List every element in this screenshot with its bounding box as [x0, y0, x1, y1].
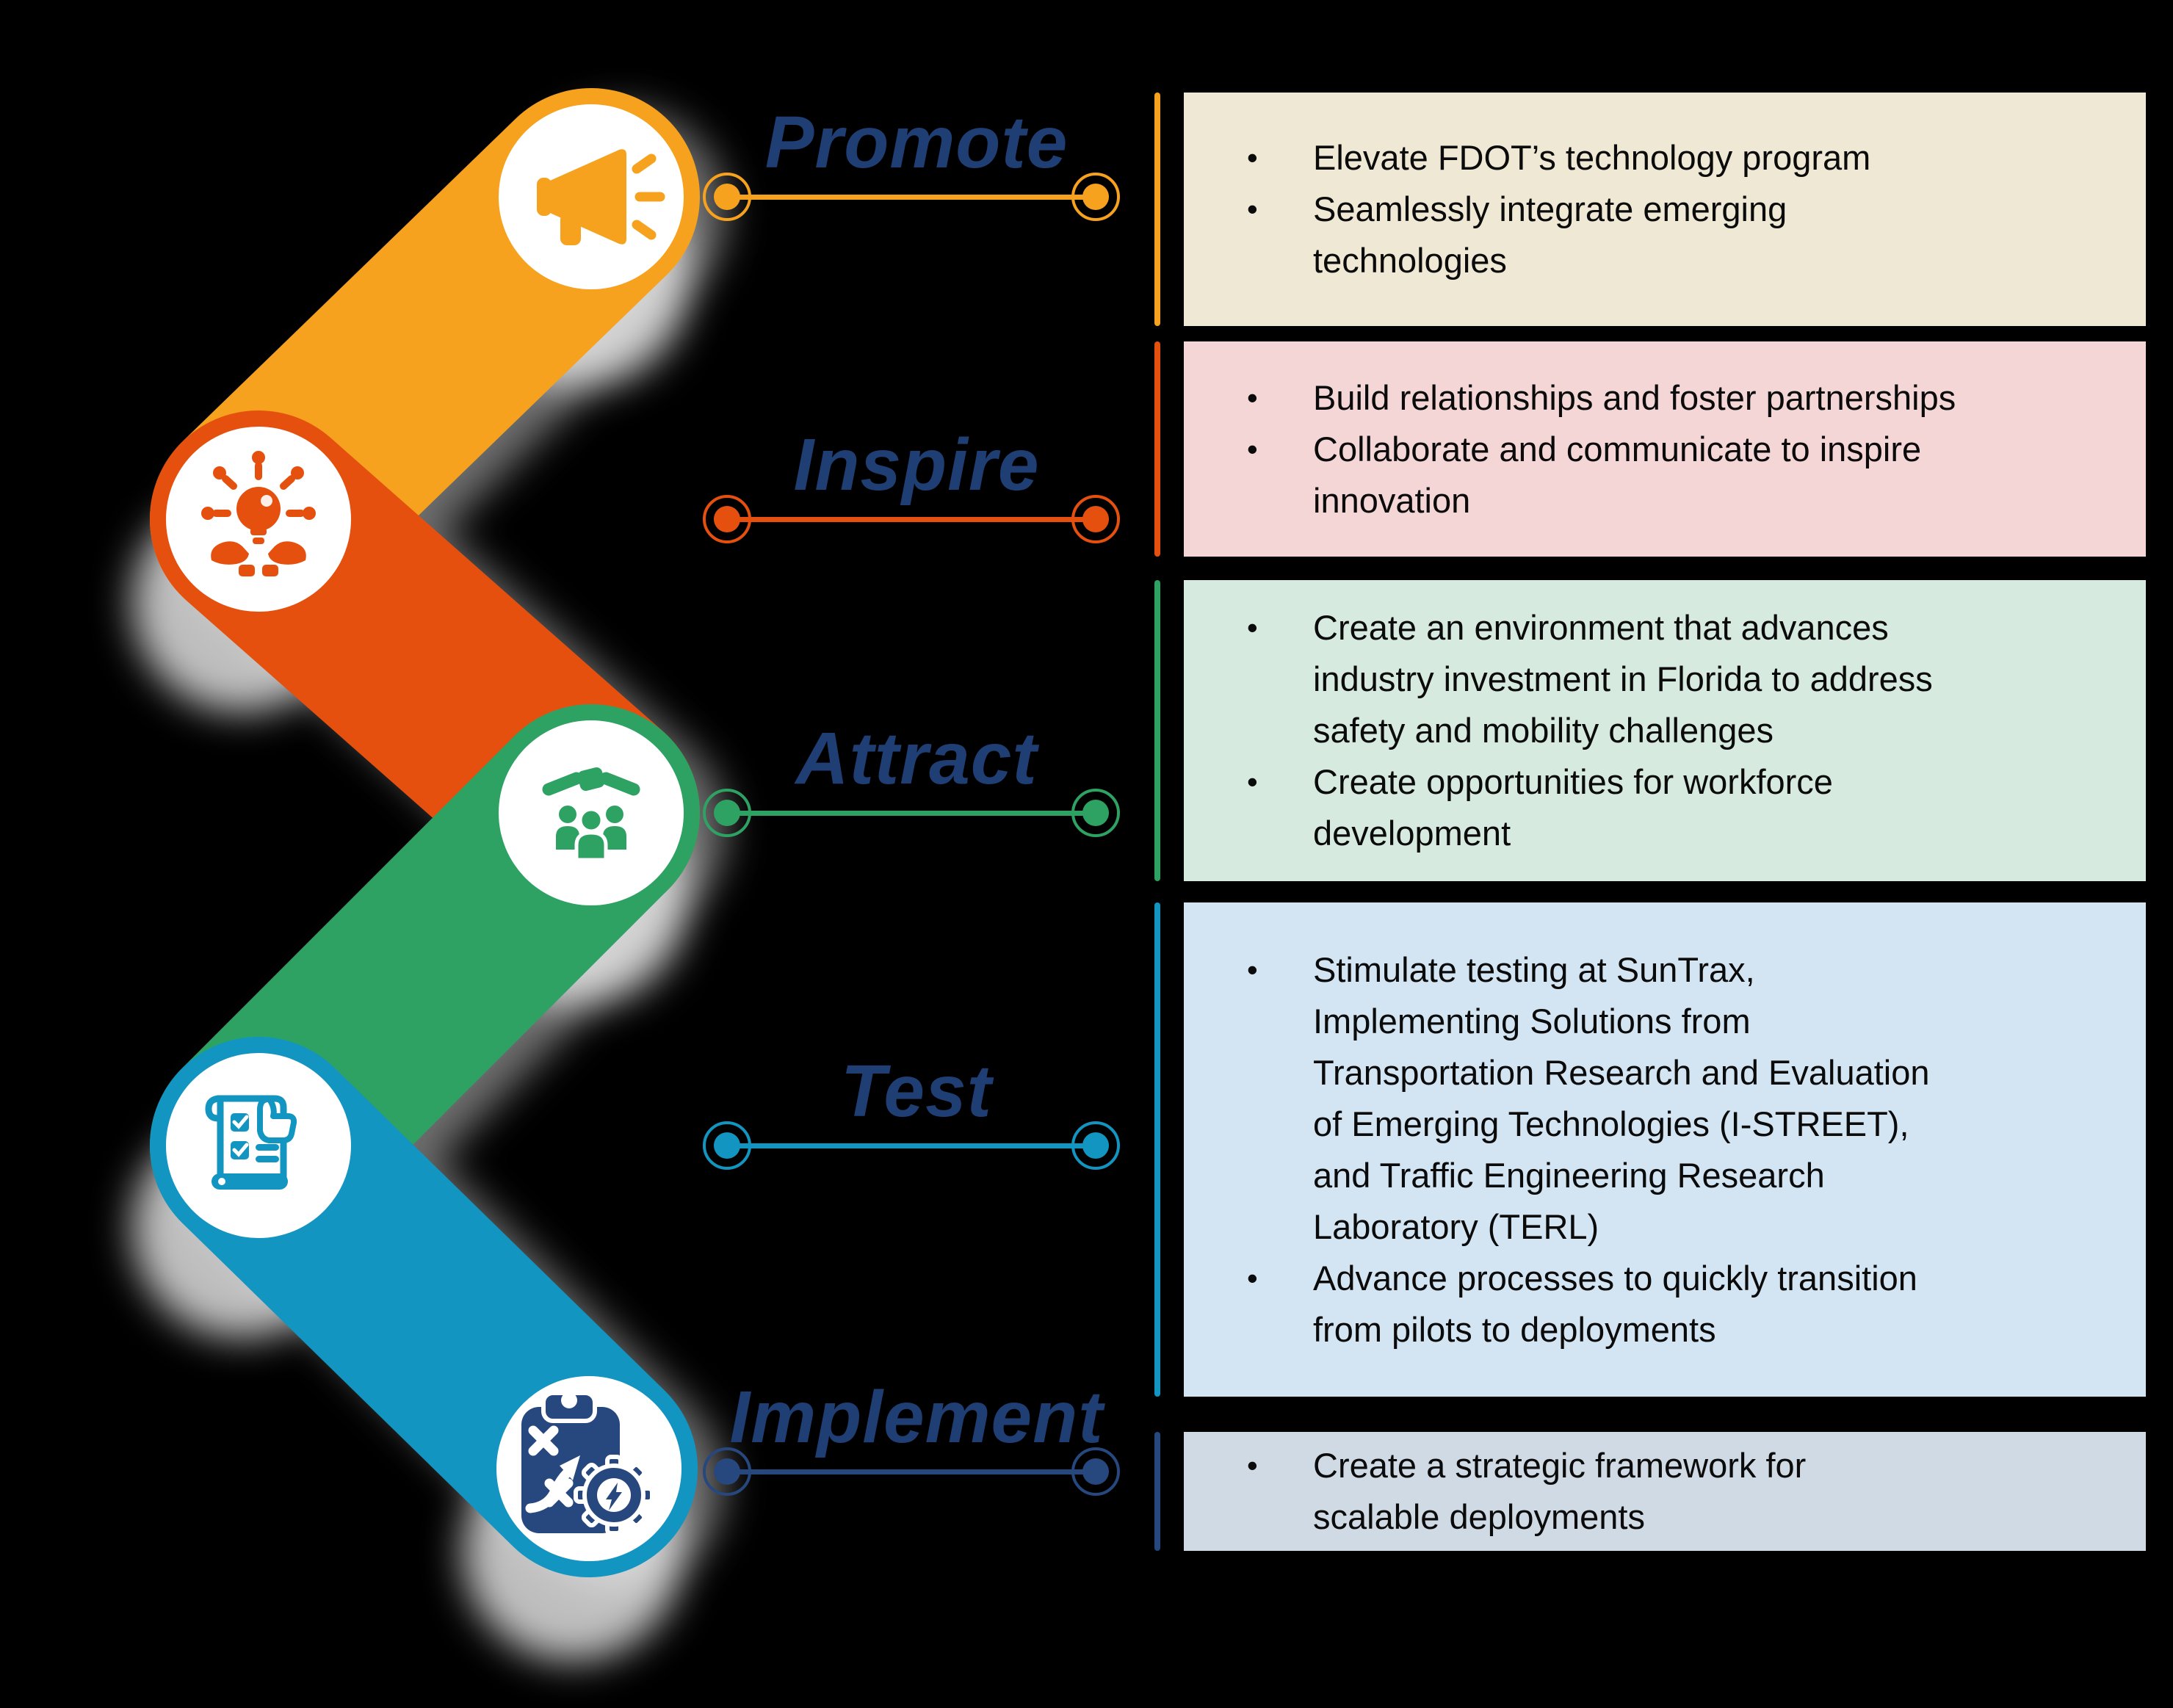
accent-bar-attract: [1154, 580, 1160, 881]
connector-right-dot: [1082, 1458, 1109, 1485]
test-box: Stimulate testing at SunTrax, Implementi…: [1184, 902, 2146, 1397]
connector-left-ring: [703, 173, 751, 221]
implement-box: Create a strategic framework for scalabl…: [1184, 1432, 2146, 1551]
connector-right-ring: [1071, 495, 1120, 543]
stage-label-attract: Attract: [795, 717, 1038, 800]
list-item: Collaborate and communicate to inspire i…: [1184, 424, 2128, 526]
connector-right-ring: [1071, 1447, 1120, 1496]
connector-line: [727, 195, 1096, 200]
bullet-text: Advance processes to quickly transition …: [1313, 1258, 1917, 1349]
connector-right-dot: [1082, 506, 1109, 532]
accent-bar-promote: [1154, 93, 1160, 326]
connector-right-ring: [1071, 173, 1120, 221]
connector-left-dot: [714, 184, 740, 210]
bullet-text: Seamlessly integrate emerging technologi…: [1313, 189, 1787, 280]
connector-right-dot: [1082, 800, 1109, 826]
strategy-gear-icon: [521, 1391, 654, 1535]
megaphone-icon: [537, 149, 665, 245]
stage-label-inspire: Inspire: [793, 424, 1040, 506]
list-item: Advance processes to quickly transition …: [1184, 1253, 2128, 1356]
connector-left-ring: [703, 495, 751, 543]
connector-right-dot: [1082, 1132, 1109, 1159]
stage-label-implement: Implement: [729, 1376, 1104, 1458]
idea-hands-icon: [201, 451, 316, 576]
connector-right-ring: [1071, 1121, 1120, 1170]
connector-left-dot: [714, 1132, 740, 1159]
list-item: Create opportunities for workforce devel…: [1184, 756, 2128, 859]
connector-line: [727, 517, 1096, 522]
gear-icon: [574, 1455, 654, 1535]
promote-box: Elevate FDOT’s technology program Seamle…: [1184, 93, 2146, 326]
bullet-text: Elevate FDOT’s technology program: [1313, 138, 1871, 177]
list-item: Create an environment that advances indu…: [1184, 602, 2128, 756]
list-item: Build relationships and foster partnersh…: [1184, 372, 2128, 424]
connector-left-ring: [703, 1121, 751, 1170]
list-item: Create a strategic framework for scalabl…: [1184, 1440, 2128, 1543]
connector-left-dot: [714, 1458, 740, 1485]
connector-left-dot: [714, 800, 740, 826]
inspire-box: Build relationships and foster partnersh…: [1184, 341, 2146, 557]
bullet-text: Create an environment that advances indu…: [1313, 608, 1933, 750]
connector-line: [727, 1143, 1096, 1148]
bullet-text: Create opportunities for workforce devel…: [1313, 762, 1833, 853]
connector-left-dot: [714, 506, 740, 532]
checklist-thumbs-up-icon: [205, 1095, 297, 1190]
bullet-text: Build relationships and foster partnersh…: [1313, 377, 1956, 417]
list-item: Stimulate testing at SunTrax, Implementi…: [1184, 944, 2128, 1253]
connector-left-ring: [703, 789, 751, 837]
handshake-people-icon: [542, 767, 640, 862]
accent-bar-test: [1154, 902, 1160, 1397]
accent-bar-inspire: [1154, 341, 1160, 557]
attract-box: Create an environment that advances indu…: [1184, 580, 2146, 881]
bullet-text: Collaborate and communicate to inspire i…: [1313, 429, 1922, 520]
stage-label-test: Test: [841, 1050, 992, 1132]
stage-label-promote: Promote: [764, 101, 1069, 184]
accent-bar-implement: [1154, 1432, 1160, 1551]
connector-line: [727, 1469, 1096, 1474]
bullet-text: Stimulate testing at SunTrax, Implementi…: [1313, 949, 1930, 1246]
list-item: Seamlessly integrate emerging technologi…: [1184, 184, 2128, 286]
list-item: Elevate FDOT’s technology program: [1184, 132, 2128, 184]
connector-line: [727, 811, 1096, 816]
bullet-text: Create a strategic framework for scalabl…: [1313, 1446, 1807, 1536]
connector-left-ring: [703, 1447, 751, 1496]
connector-right-dot: [1082, 184, 1109, 210]
connector-right-ring: [1071, 789, 1120, 837]
